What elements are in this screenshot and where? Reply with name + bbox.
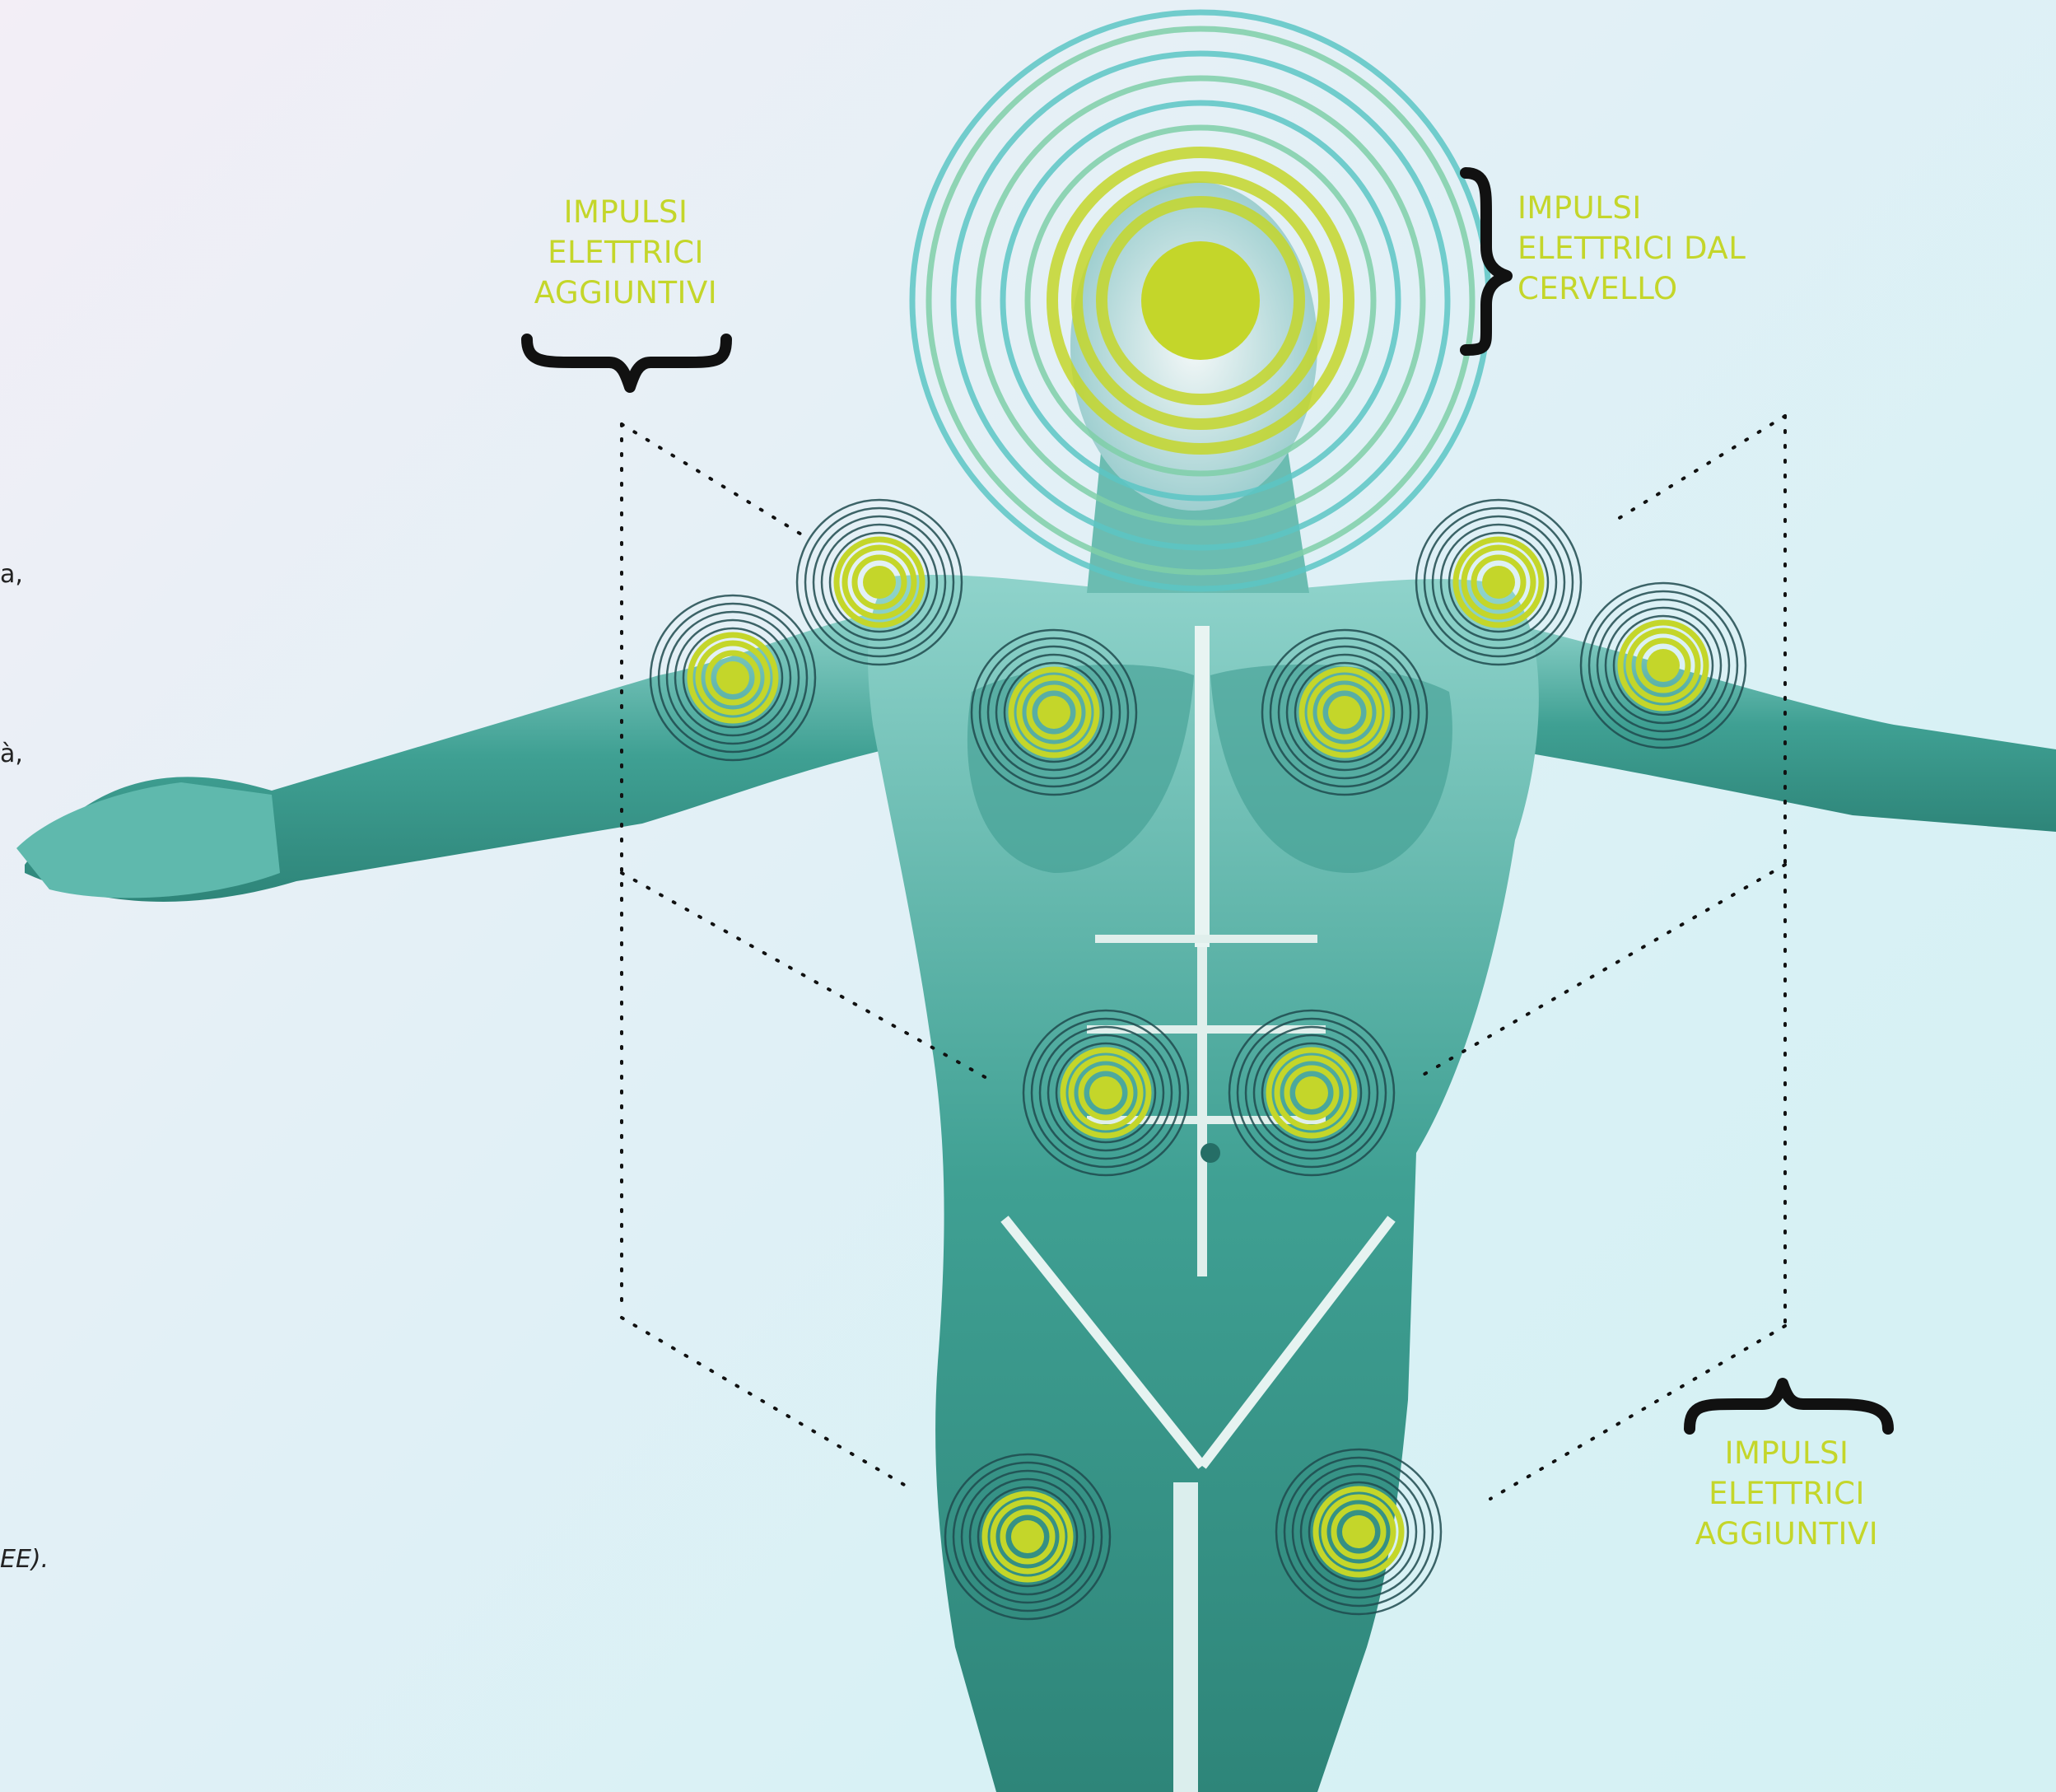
- connector-left-top-diag: [622, 424, 803, 535]
- target-core: [1295, 1076, 1328, 1109]
- brace-right-bottom: [1690, 1384, 1888, 1429]
- label-line: ELETTRICI: [1688, 1473, 1886, 1514]
- target-core: [1011, 1520, 1044, 1553]
- muscle-target-rings: [1276, 1449, 1441, 1614]
- muscle-target-rings: [650, 595, 815, 760]
- target-core: [1482, 566, 1515, 599]
- label-line: IMPULSI: [1688, 1433, 1886, 1473]
- target-core: [716, 661, 749, 694]
- target-core: [1342, 1515, 1375, 1548]
- label-line: ELETTRICI DAL: [1518, 228, 1781, 268]
- label-line: IMPULSI: [1518, 188, 1781, 228]
- muscle-target-rings: [1416, 500, 1581, 665]
- muscle-target-rings: [1262, 630, 1427, 795]
- connector-right-top-diag: [1618, 416, 1785, 519]
- target-core: [863, 566, 896, 599]
- target-core: [1089, 1076, 1122, 1109]
- cropped-text-fragment: à,: [0, 740, 23, 768]
- muscle-target-rings: [1581, 583, 1746, 748]
- label-line: CERVELLO: [1518, 268, 1781, 309]
- label-line: AGGIUNTIVI: [1688, 1514, 1886, 1554]
- label-line: ELETTRICI: [527, 232, 725, 273]
- brain-impulse-core: [1141, 241, 1260, 360]
- navel: [1200, 1143, 1220, 1163]
- label-line: IMPULSI: [527, 192, 725, 232]
- connector-left-bottom-diag: [622, 1318, 914, 1491]
- brace-left-top: [527, 339, 726, 387]
- target-core: [1328, 696, 1361, 729]
- muscle-target-rings: [945, 1454, 1110, 1619]
- label-additional-impulses-right: IMPULSI ELETTRICI AGGIUNTIVI: [1688, 1433, 1886, 1554]
- label-brain-impulses: IMPULSI ELETTRICI DAL CERVELLO: [1518, 188, 1781, 309]
- cropped-text-fragment: a,: [0, 560, 23, 589]
- target-core: [1647, 649, 1680, 682]
- label-additional-impulses-left: IMPULSI ELETTRICI AGGIUNTIVI: [527, 192, 725, 313]
- muscle-target-rings: [797, 500, 962, 665]
- muscle-target-rings: [1023, 1010, 1188, 1175]
- label-line: AGGIUNTIVI: [527, 273, 725, 313]
- right-arm: [1482, 618, 2056, 832]
- muscle-target-rings: [972, 630, 1136, 795]
- left-hand: [16, 782, 280, 898]
- cropped-text-fragment: EE).: [0, 1545, 49, 1574]
- muscle-target-rings: [1229, 1010, 1394, 1175]
- target-core: [1037, 696, 1070, 729]
